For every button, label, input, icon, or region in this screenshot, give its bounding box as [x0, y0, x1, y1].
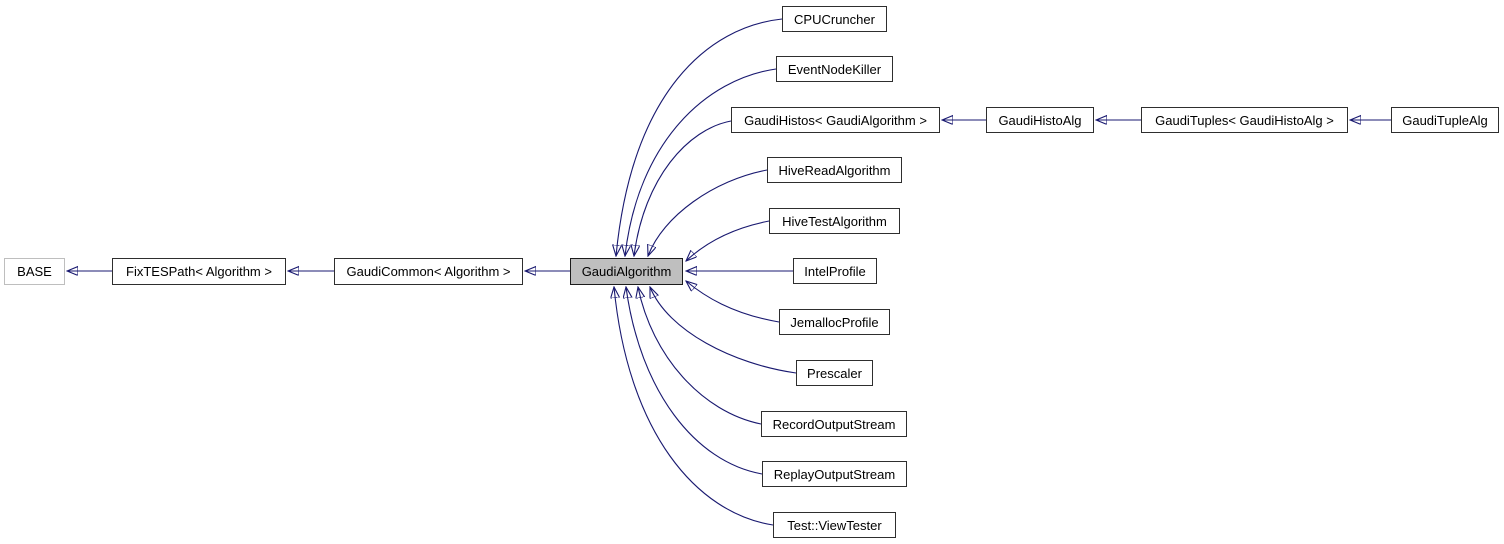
node-gaudicommon[interactable]: GaudiCommon< Algorithm > — [334, 258, 523, 285]
node-fixtespath[interactable]: FixTESPath< Algorithm > — [112, 258, 286, 285]
node-gaudituples[interactable]: GaudiTuples< GaudiHistoAlg > — [1141, 107, 1348, 133]
node-hiveread[interactable]: HiveReadAlgorithm — [767, 157, 902, 183]
node-cpucruncher[interactable]: CPUCruncher — [782, 6, 887, 32]
edge-hiveread — [648, 169, 768, 256]
edge-jemalloc — [686, 281, 780, 323]
edge-prescaler — [650, 287, 797, 374]
node-gauditumplealg[interactable]: GaudiTupleAlg — [1391, 107, 1499, 133]
node-gaudihistos[interactable]: GaudiHistos< GaudiAlgorithm > — [731, 107, 940, 133]
edge-gaudihistos — [634, 120, 732, 256]
node-hivetest[interactable]: HiveTestAlgorithm — [769, 208, 900, 234]
edge-eventnodekiller — [625, 68, 777, 256]
edge-cpucruncher — [616, 18, 783, 256]
node-gaudialgorithm: GaudiAlgorithm — [570, 258, 683, 285]
node-eventnodekiller[interactable]: EventNodeKiller — [776, 56, 893, 82]
edge-replaystream — [626, 287, 763, 475]
node-prescaler[interactable]: Prescaler — [796, 360, 873, 386]
node-recordstream[interactable]: RecordOutputStream — [761, 411, 907, 437]
node-viewtester[interactable]: Test::ViewTester — [773, 512, 896, 538]
node-replaystream[interactable]: ReplayOutputStream — [762, 461, 907, 487]
node-jemalloc[interactable]: JemallocProfile — [779, 309, 890, 335]
edge-viewtester — [614, 287, 774, 526]
node-intelprofile[interactable]: IntelProfile — [793, 258, 877, 284]
edge-hivetest — [686, 220, 770, 261]
node-gaudihistoalg[interactable]: GaudiHistoAlg — [986, 107, 1094, 133]
edge-recordstream — [638, 287, 762, 425]
node-base: BASE — [4, 258, 65, 285]
